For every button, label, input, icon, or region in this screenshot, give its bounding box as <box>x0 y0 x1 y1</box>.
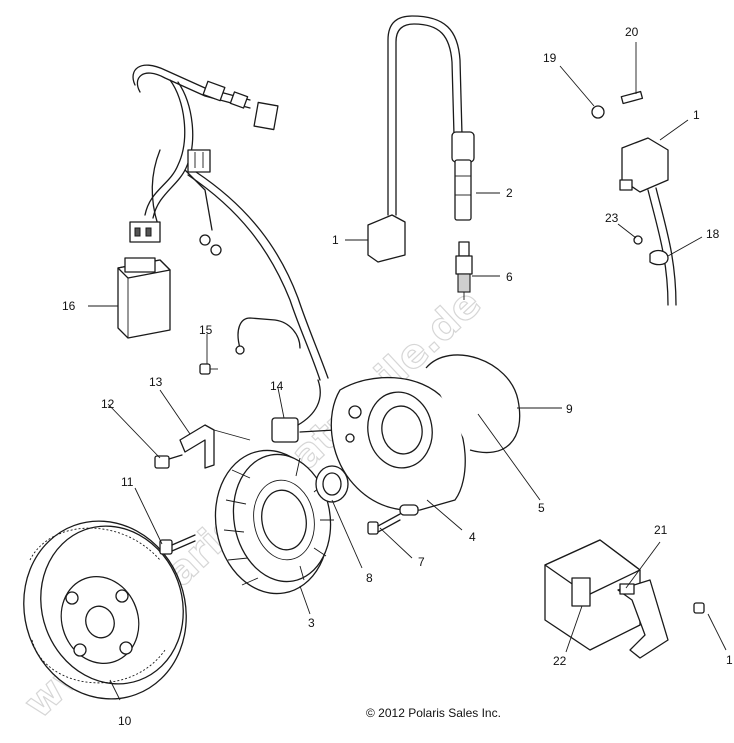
voltage-regulator <box>544 539 641 651</box>
callout-16: 16 <box>62 299 76 313</box>
callout-19: 19 <box>543 51 557 65</box>
callout-23: 23 <box>605 211 619 225</box>
callout-1-bottom-right: 1 <box>726 653 733 667</box>
callout-labels: 1 20 19 2 1 6 23 18 16 15 13 14 12 9 11 … <box>62 25 733 728</box>
bolt-12 <box>154 454 183 469</box>
callout-9: 9 <box>566 402 573 416</box>
bracket-13 <box>179 424 251 469</box>
callout-1-coil: 1 <box>332 233 339 247</box>
callout-18: 18 <box>706 227 720 241</box>
leader-lines <box>88 42 727 701</box>
stator-plate <box>330 376 466 516</box>
cdi-module <box>117 257 171 339</box>
callout-21: 21 <box>654 523 668 537</box>
callout-10: 10 <box>118 714 132 728</box>
bolt-11 <box>159 534 196 555</box>
seal-8 <box>315 465 349 503</box>
callout-8: 8 <box>366 571 373 585</box>
callout-14: 14 <box>270 379 284 393</box>
ignition-coil-assembly <box>367 15 475 300</box>
callout-4: 4 <box>469 530 476 544</box>
callout-22: 22 <box>553 654 567 668</box>
callout-1-top-right: 1 <box>693 108 700 122</box>
wiring-harness <box>129 64 329 381</box>
callout-12: 12 <box>101 397 115 411</box>
callout-13: 13 <box>149 375 163 389</box>
gasket-9 <box>425 354 521 454</box>
callout-3: 3 <box>308 616 315 630</box>
ground-wire <box>199 317 301 375</box>
regulator-bracket <box>617 579 705 659</box>
callout-15: 15 <box>199 323 213 337</box>
callout-6: 6 <box>506 270 513 284</box>
callout-11: 11 <box>121 475 134 489</box>
callout-7: 7 <box>418 555 425 569</box>
callout-2: 2 <box>506 186 513 200</box>
bolt-7 <box>367 513 401 535</box>
callout-5: 5 <box>538 501 545 515</box>
flywheel <box>23 520 187 700</box>
top-right-coil <box>591 90 677 306</box>
copyright-notice: © 2012 Polaris Sales Inc. <box>366 706 501 720</box>
callout-20: 20 <box>625 25 639 39</box>
stator <box>214 449 334 595</box>
